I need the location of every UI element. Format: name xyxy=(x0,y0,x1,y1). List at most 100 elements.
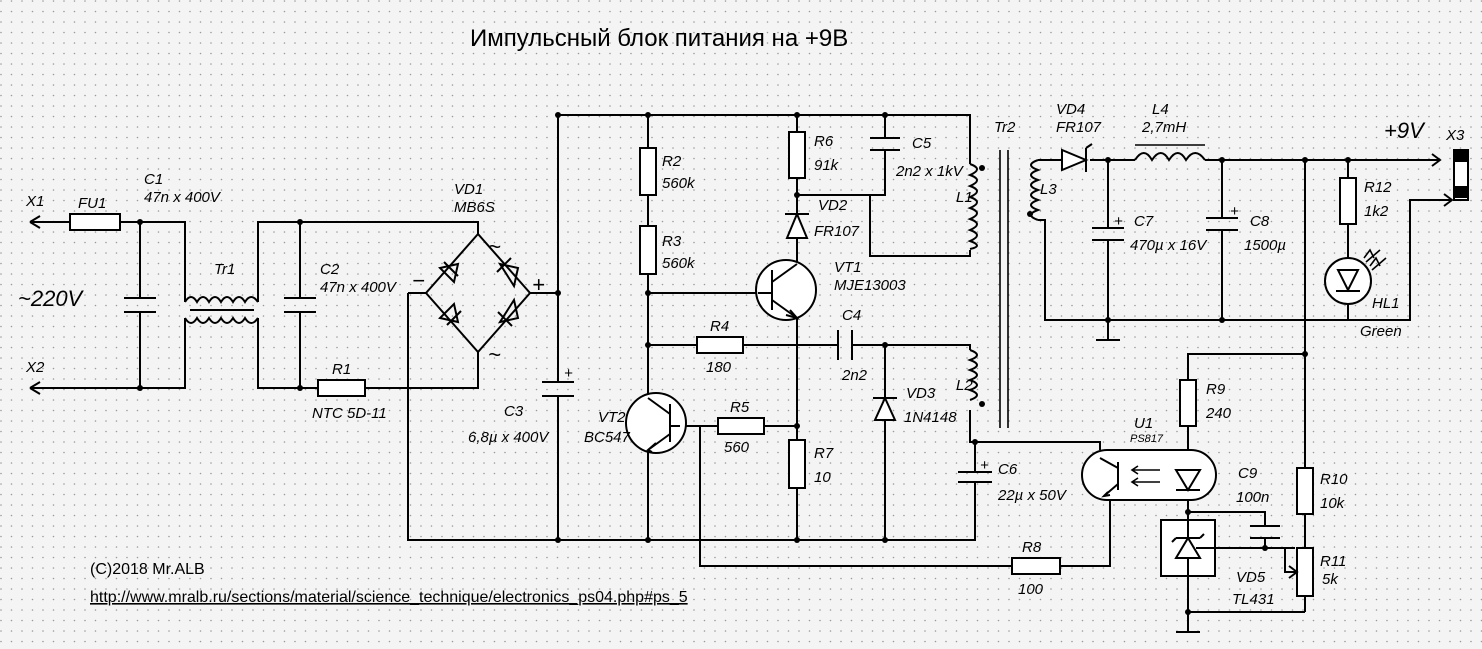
r8-value: 100 xyxy=(1018,581,1044,598)
r9-value: 240 xyxy=(1205,405,1232,422)
c3-value: 6,8µ x 400V xyxy=(468,429,550,446)
resistor-r5 xyxy=(717,417,765,435)
c7-value: 470µ x 16V xyxy=(1130,237,1208,254)
r1-name: R1 xyxy=(332,361,351,378)
resistor-r3 xyxy=(639,225,657,275)
vd1-ac-bottom: ~ xyxy=(488,342,501,367)
capacitor-c2 xyxy=(284,219,316,391)
x1-label: X1 xyxy=(25,193,44,210)
c6-plus: + xyxy=(980,457,989,474)
diode-bridge-vd1 xyxy=(408,232,558,354)
l4-name: L4 xyxy=(1152,101,1169,118)
r12-value: 1k2 xyxy=(1364,203,1389,220)
transistor-vt2 xyxy=(625,392,687,454)
resistor-r10 xyxy=(1296,467,1314,515)
r5-name: R5 xyxy=(730,399,750,416)
c9-name: C9 xyxy=(1238,465,1258,482)
c2-value: 47n x 400V xyxy=(320,279,398,296)
vt2-value: BC547 xyxy=(584,429,631,446)
hl1-name: HL1 xyxy=(1372,295,1400,312)
r9-name: R9 xyxy=(1206,381,1226,398)
diode-vd4 xyxy=(1061,143,1093,172)
c8-name: C8 xyxy=(1250,213,1270,230)
c8-value: 1500µ xyxy=(1244,237,1286,254)
schematic-title: Импульсный блок питания на +9В xyxy=(470,25,848,52)
vd1-plus: + xyxy=(532,272,545,297)
r12-name: R12 xyxy=(1364,179,1392,196)
connector-x3 xyxy=(1431,149,1469,207)
r10-name: R10 xyxy=(1320,471,1348,488)
c4-name: C4 xyxy=(842,307,861,324)
mains-voltage-label: ~220V xyxy=(18,286,85,311)
x2-label: X2 xyxy=(25,359,45,376)
vt2-name: VT2 xyxy=(598,409,626,426)
hl1-value: Green xyxy=(1360,323,1402,340)
vd2-name: VD2 xyxy=(818,197,848,214)
c7-name: C7 xyxy=(1134,213,1154,230)
vd2-value: FR107 xyxy=(814,223,860,240)
x3-label: X3 xyxy=(1445,127,1465,144)
capacitor-c9 xyxy=(1250,525,1280,539)
thermistor-r1 xyxy=(317,379,366,397)
primary-wires xyxy=(407,114,1111,567)
c3-name: C3 xyxy=(504,403,524,420)
vd4-name: VD4 xyxy=(1056,101,1085,118)
r8-name: R8 xyxy=(1022,539,1042,556)
fu1-label: FU1 xyxy=(78,195,106,212)
r4-name: R4 xyxy=(710,318,729,335)
vd3-value: 1N4148 xyxy=(904,409,957,426)
resistor-r7 xyxy=(788,439,806,489)
capacitor-c3 xyxy=(542,381,574,397)
capacitor-c7 xyxy=(1092,227,1124,241)
source-link[interactable]: http://www.mralb.ru/sections/material/sc… xyxy=(90,589,688,606)
vd5-name: VD5 xyxy=(1236,569,1266,586)
u1-name: U1 xyxy=(1134,415,1153,432)
r7-value: 10 xyxy=(814,469,831,486)
input-wires xyxy=(29,215,479,395)
diode-vd3 xyxy=(873,395,897,421)
l2-label: L2 xyxy=(956,377,973,394)
resistor-r8 xyxy=(1011,557,1061,575)
r2-name: R2 xyxy=(662,153,682,170)
potentiometer-r11 xyxy=(1284,547,1314,597)
transistor-vt1 xyxy=(755,259,817,321)
choke-tr1 xyxy=(184,296,259,324)
r6-name: R6 xyxy=(814,133,834,150)
c1-value: 47n x 400V xyxy=(144,189,222,206)
resistor-r9 xyxy=(1179,379,1197,427)
capacitor-c8 xyxy=(1206,217,1238,231)
resistor-r2 xyxy=(639,147,657,196)
resistor-r12 xyxy=(1339,177,1357,225)
inductor-l4 xyxy=(1134,144,1206,162)
c9-value: 100n xyxy=(1236,489,1269,506)
r3-value: 560k xyxy=(662,255,696,272)
r5-value: 560 xyxy=(724,439,750,456)
vd1-minus: − xyxy=(412,268,425,293)
optocoupler-u1 xyxy=(1081,449,1217,501)
copyright-text: (C)2018 Mr.ALB xyxy=(90,561,205,578)
r11-value: 5k xyxy=(1322,571,1339,588)
shunt-regulator-vd5 xyxy=(1160,519,1216,577)
r2-value: 560k xyxy=(662,175,696,192)
capacitor-c5 xyxy=(870,137,900,151)
vd5-value: TL431 xyxy=(1232,591,1275,608)
tr2-label: Tr2 xyxy=(994,119,1016,136)
vd1-name: VD1 xyxy=(454,181,483,198)
vd4-value: FR107 xyxy=(1056,119,1102,136)
c6-name: C6 xyxy=(998,461,1018,478)
r7-name: R7 xyxy=(814,445,834,462)
c1-name: C1 xyxy=(144,171,163,188)
c4-value: 2n2 xyxy=(841,367,868,384)
capacitor-c1 xyxy=(124,219,156,391)
resistor-r6 xyxy=(788,131,806,179)
c5-name: C5 xyxy=(912,135,932,152)
l4-value: 2,7mH xyxy=(1141,119,1186,136)
vd1-ac-top: ~ xyxy=(488,234,501,259)
tr1-label: Tr1 xyxy=(214,261,235,278)
c2-name: C2 xyxy=(320,261,340,278)
resistor-r4 xyxy=(696,336,744,354)
r3-name: R3 xyxy=(662,233,682,250)
r1-value: NTC 5D-11 xyxy=(312,405,387,422)
